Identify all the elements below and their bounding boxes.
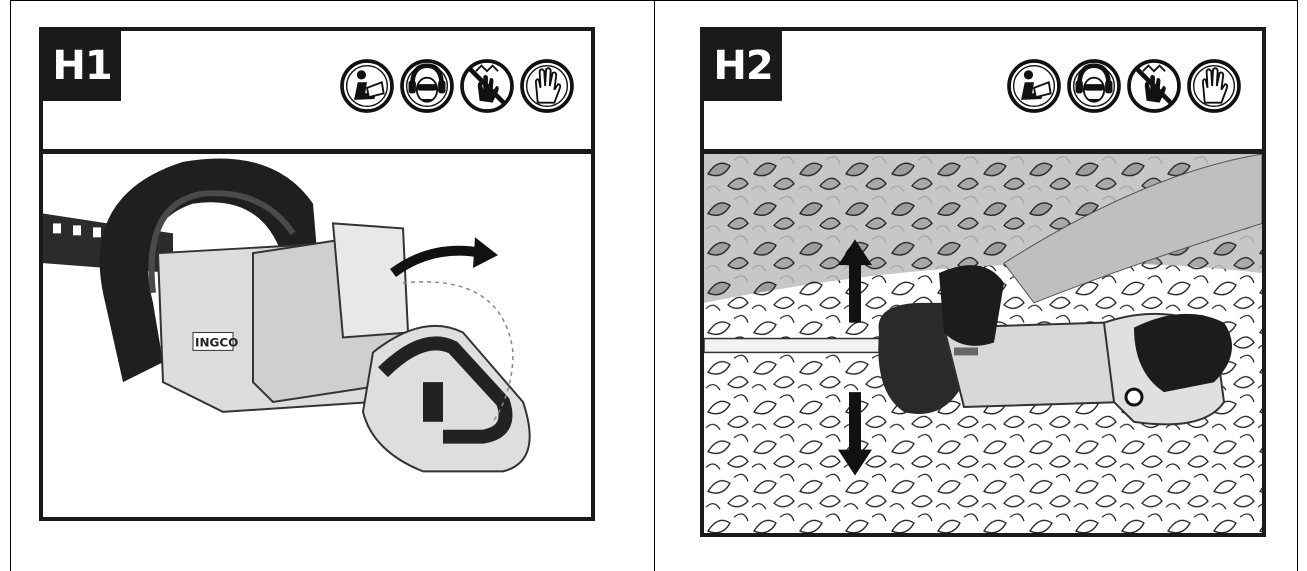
wear-gloves-icon (519, 49, 575, 123)
read-manual-icon (1006, 49, 1062, 123)
safety-icons (339, 49, 575, 123)
panel-h2: H2 (700, 27, 1266, 537)
panel-header: H1 (43, 31, 591, 154)
ear-eye-protection-icon (399, 49, 455, 123)
safety-icons (1006, 49, 1242, 123)
brand-label: INGCO (195, 335, 238, 349)
trimmer-handle-rotate-illustration: INGCO (43, 154, 591, 517)
wear-gloves-icon (1186, 49, 1242, 123)
read-manual-icon (339, 49, 395, 123)
table-divider (654, 0, 655, 571)
panel-h1: H1 (39, 27, 595, 521)
no-hands-icon (459, 49, 515, 123)
panel-tag: H2 (704, 31, 782, 101)
hedge-trimming-illustration (704, 154, 1262, 533)
panel-header: H2 (704, 31, 1262, 154)
panel-tag: H1 (43, 31, 121, 101)
ear-eye-protection-icon (1066, 49, 1122, 123)
no-hands-icon (1126, 49, 1182, 123)
